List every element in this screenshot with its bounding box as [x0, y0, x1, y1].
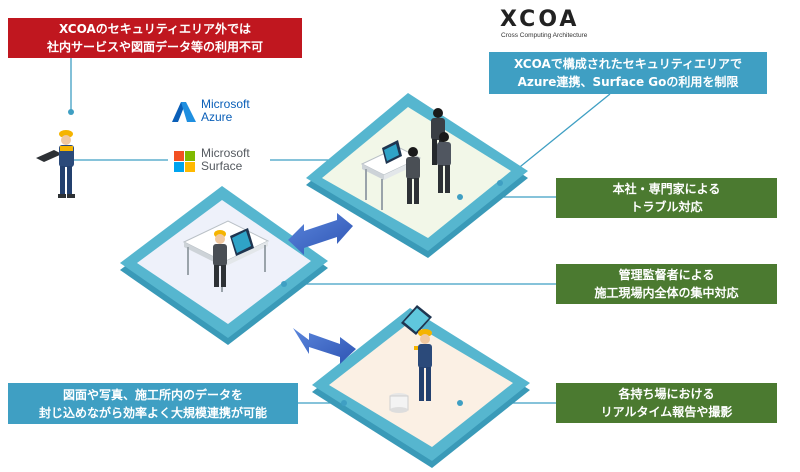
azure-brand-line2: Azure: [201, 110, 233, 124]
supervisor-worker-icon: [213, 230, 227, 287]
dot-hq: [457, 194, 463, 200]
callout-restriction-line2: 社内サービスや図面データ等の利用不可: [46, 40, 263, 54]
microsoft-logo-icon: [174, 151, 195, 172]
callout-field-line2: リアルタイム報告や撮影: [600, 405, 733, 419]
double-arrow-upper: [288, 213, 353, 255]
xcoa-tagline: Cross Computing Architecture: [501, 32, 588, 39]
callout-field: 各持ち場における リアルタイム報告や撮影: [556, 383, 777, 423]
dot-security: [497, 180, 503, 186]
surface-brand-line1: Microsoft: [201, 146, 250, 160]
dot-supervisor: [281, 281, 287, 287]
callout-hq: 本社・専門家による トラブル対応: [556, 178, 777, 218]
hq-people-icon: [406, 108, 451, 204]
field-worker-icon: [389, 305, 432, 413]
callout-hq-line2: トラブル対応: [630, 200, 703, 214]
callout-supervisor-line2: 施工現場内全体の集中対応: [594, 286, 739, 300]
dot-field: [457, 400, 463, 406]
callout-data-line1: 図面や写真、施工所内のデータを: [62, 387, 243, 402]
surface-brand-line2: Surface: [201, 159, 243, 173]
callout-data-line2: 封じ込めながら効率よく大規模連携が可能: [38, 405, 267, 420]
azure-brand-line1: Microsoft: [201, 97, 250, 111]
callout-supervisor: 管理監督者による 施工現場内全体の集中対応: [556, 264, 777, 304]
callout-security-area-line1: XCOAで構成されたセキュリティエリアで: [513, 57, 743, 71]
azure-icon: [172, 102, 196, 122]
xcoa-logo: XCOA Cross Computing Architecture: [500, 7, 610, 40]
outside-worker-icon: [36, 130, 75, 198]
callout-restriction-line1: XCOAのセキュリティエリア外では: [58, 22, 252, 36]
azure-brand: Microsoft Azure: [201, 98, 250, 124]
callout-security-area-line2: Azure連携、Surface Goの利用を制限: [517, 75, 739, 89]
connector-dots: [68, 109, 503, 406]
callout-hq-line1: 本社・専門家による: [612, 182, 721, 196]
xcoa-wordmark: XCOA: [500, 7, 580, 32]
callout-supervisor-line1: 管理監督者による: [618, 268, 715, 282]
callout-security-area: XCOAで構成されたセキュリティエリアで Azure連携、Surface Goの…: [489, 52, 767, 94]
double-arrow-lower: [293, 328, 356, 364]
dot-data: [341, 400, 347, 406]
callout-field-line1: 各持ち場における: [618, 387, 715, 401]
surface-brand: Microsoft Surface: [201, 147, 250, 173]
callout-data: 図面や写真、施工所内のデータを 封じ込めながら効率よく大規模連携が可能: [8, 383, 298, 424]
callout-restriction: XCOAのセキュリティエリア外では 社内サービスや図面データ等の利用不可: [8, 18, 302, 58]
dot-restriction: [68, 109, 74, 115]
